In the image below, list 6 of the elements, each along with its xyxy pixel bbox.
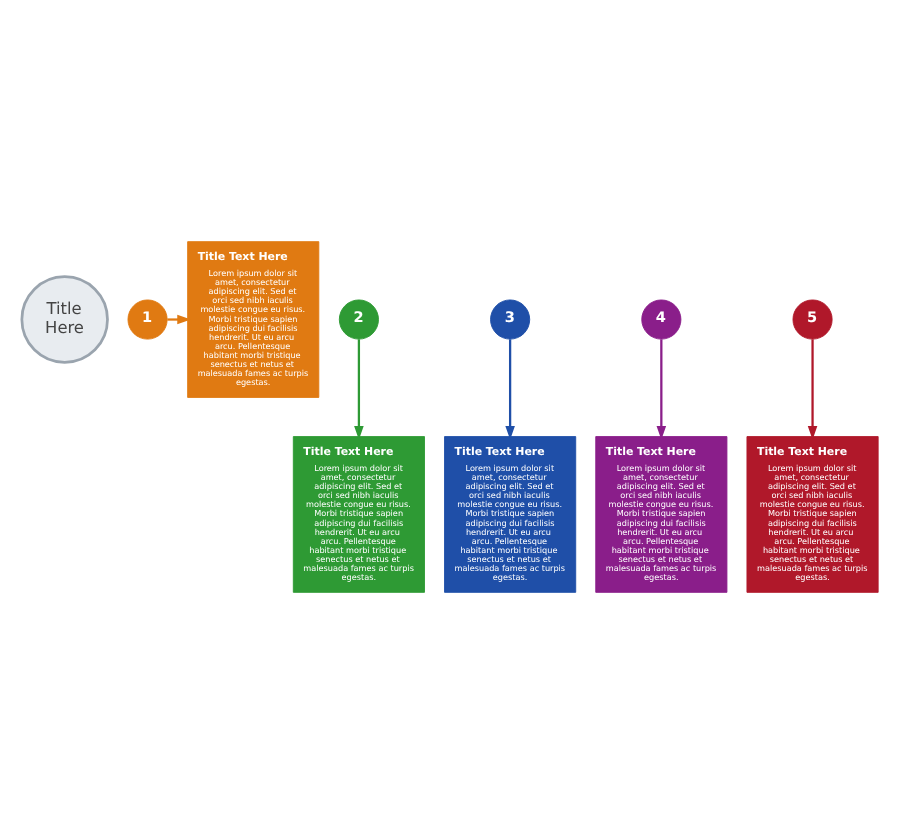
arrow [167, 313, 191, 324]
arrow [505, 338, 515, 439]
arrow [656, 338, 667, 439]
node-circle: Title Here [20, 274, 109, 363]
arrow [354, 338, 364, 439]
arrow [807, 338, 818, 439]
